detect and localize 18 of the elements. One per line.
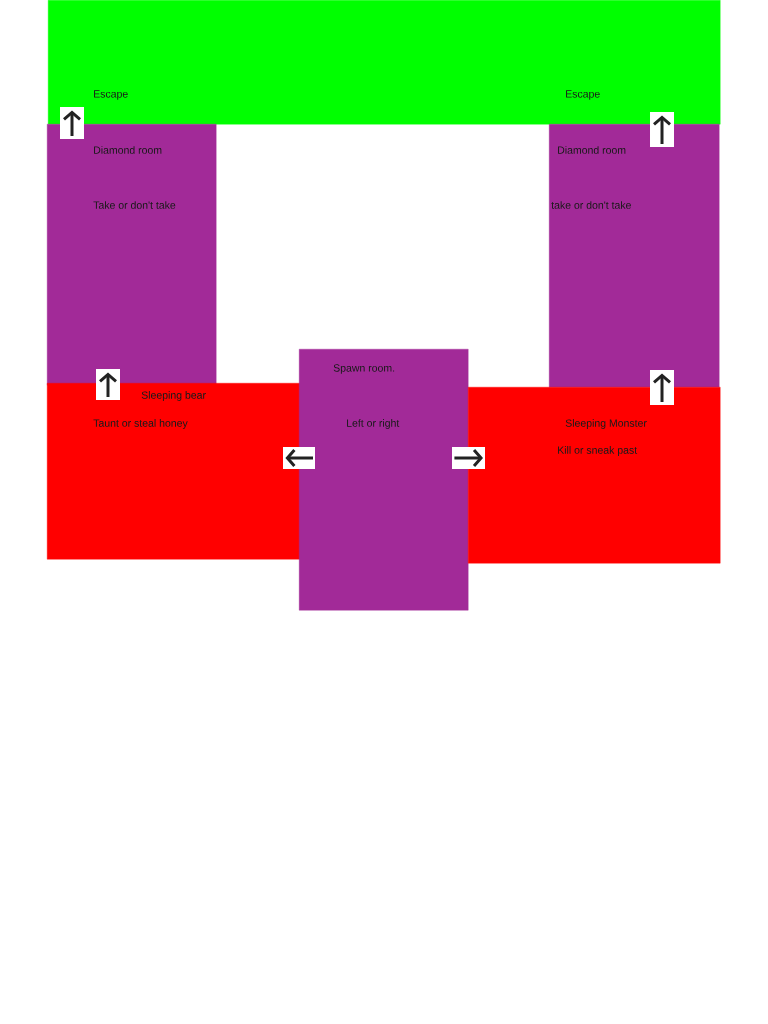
room-label: Diamond room — [94, 146, 162, 154]
room-label: take or don't take — [551, 201, 631, 209]
arrow — [452, 447, 485, 469]
arrow — [650, 370, 674, 405]
room-label: Escape — [566, 90, 600, 100]
room-label: Spawn room. — [333, 364, 395, 374]
room-label: Take or don't take — [93, 201, 176, 209]
room-label: Taunt or steal honey — [93, 419, 188, 429]
arrow — [60, 107, 84, 139]
arrow — [283, 447, 315, 469]
room-label: Sleeping bear — [141, 391, 206, 401]
room-label: Sleeping Monster — [565, 419, 647, 429]
room-label: Left or right — [347, 419, 400, 429]
arrow — [650, 112, 674, 147]
arrow — [96, 369, 120, 400]
room-label: Diamond room — [558, 146, 626, 154]
room-label: Kill or sneak past — [558, 446, 638, 456]
room-label: Escape — [94, 90, 128, 100]
